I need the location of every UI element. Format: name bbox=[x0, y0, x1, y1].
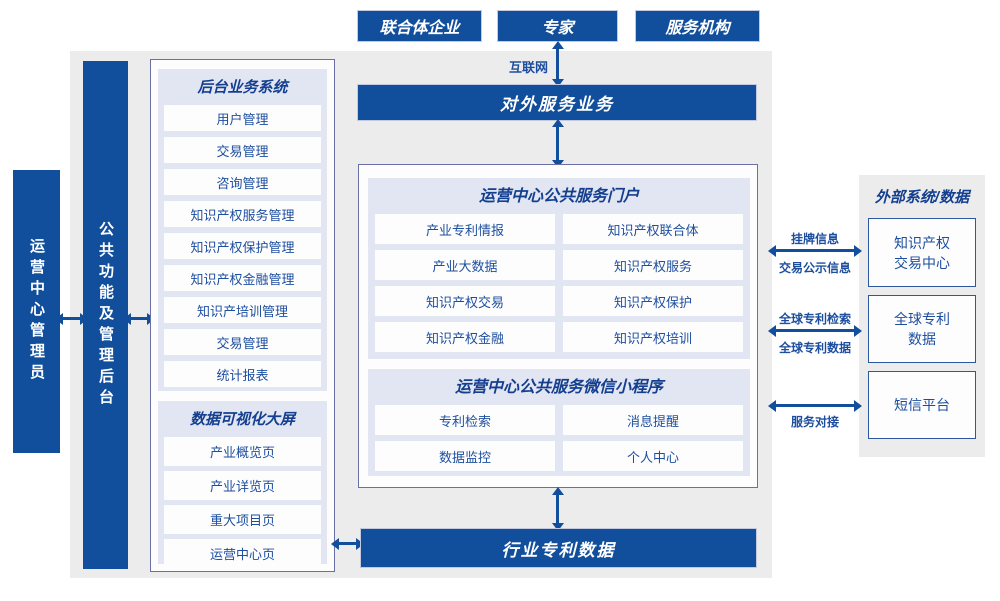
miniprogram-panel: 运营中心公共服务微信小程序 专利检索消息提醒数据监控个人中心 bbox=[368, 369, 750, 476]
public-service-container: 运营中心公共服务门户 产业专利情报知识产权联合体产业大数据知识产权服务知识产权交… bbox=[358, 164, 758, 488]
miniprogram-item-grid: 专利检索消息提醒数据监控个人中心 bbox=[368, 401, 750, 471]
operation-center-admin-bar: 运营中心管理员 bbox=[13, 170, 60, 453]
link-label-global-patent-search: 全球专利检索 bbox=[778, 312, 851, 326]
dataviz-title: 数据可视化大屏 bbox=[189, 411, 295, 428]
backend-system-item: 咨询管理 bbox=[164, 169, 321, 195]
portal-item: 知识产权联合体 bbox=[563, 214, 743, 244]
double-arrow-horizontal-dataviz-patent-icon bbox=[331, 537, 364, 550]
backend-system-item: 知识产权保护管理 bbox=[164, 233, 321, 259]
double-arrow-horizontal-backend-container-icon bbox=[123, 312, 155, 325]
dataviz-item-list: 产业概览页产业详览页重大项目页运营中心页 bbox=[158, 433, 327, 564]
dataviz-item: 产业概览页 bbox=[164, 437, 321, 466]
double-arrow-horizontal-global-patent-icon bbox=[768, 324, 862, 337]
public-function-management-backend-bar: 公共功能及管理后台 bbox=[83, 61, 128, 569]
link-label-global-patent-data: 全球专利数据 bbox=[778, 341, 851, 355]
dataviz-panel: 数据可视化大屏 产业概览页产业详览页重大项目页运营中心页 bbox=[158, 401, 327, 564]
backend-system-title: 后台业务系统 bbox=[197, 79, 288, 96]
external-system-box: 短信平台 bbox=[868, 371, 976, 439]
miniprogram-item: 消息提醒 bbox=[563, 405, 743, 435]
dataviz-item: 运营中心页 bbox=[164, 539, 321, 564]
double-arrow-horizontal-admin-backend-icon bbox=[55, 312, 88, 325]
backend-system-panel: 后台业务系统 用户管理交易管理咨询管理知识产权服务管理知识产权保护管理知识产权金… bbox=[158, 69, 327, 391]
backend-system-item: 知识产权金融管理 bbox=[164, 265, 321, 291]
actor-box-expert: 专家 bbox=[497, 10, 618, 42]
portal-item: 知识产权培训 bbox=[563, 322, 743, 352]
internet-label: 互联网 bbox=[508, 60, 548, 75]
portal-item: 知识产权服务 bbox=[563, 250, 743, 280]
external-systems-title: 外部系统/数据 bbox=[874, 189, 970, 206]
portal-title: 运营中心公共服务门户 bbox=[478, 188, 639, 205]
link-label-service-connection: 服务对接 bbox=[790, 415, 839, 429]
portal-item: 产业专利情报 bbox=[375, 214, 555, 244]
external-system-box: 全球专利 数据 bbox=[868, 295, 976, 363]
miniprogram-item: 个人中心 bbox=[563, 441, 743, 471]
backend-dataviz-container: 后台业务系统 用户管理交易管理咨询管理知识产权服务管理知识产权保护管理知识产权金… bbox=[150, 59, 335, 572]
portal-item-grid: 产业专利情报知识产权联合体产业大数据知识产权服务知识产权交易知识产权保护知识产权… bbox=[368, 210, 750, 352]
actor-box-consortium-enterprise: 联合体企业 bbox=[357, 10, 482, 42]
dataviz-item: 重大项目页 bbox=[164, 505, 321, 534]
miniprogram-item: 数据监控 bbox=[375, 441, 555, 471]
portal-item: 知识产权金融 bbox=[375, 322, 555, 352]
double-arrow-horizontal-trade-center-icon bbox=[768, 244, 862, 257]
external-system-box: 知识产权 交易中心 bbox=[868, 218, 976, 287]
link-label-listing-info: 挂牌信息 bbox=[790, 232, 839, 246]
double-arrow-horizontal-sms-platform-icon bbox=[768, 399, 862, 412]
backend-system-item: 知识产权服务管理 bbox=[164, 201, 321, 227]
backend-system-item: 交易管理 bbox=[164, 329, 321, 355]
double-arrow-vertical-portal-patent-icon bbox=[551, 487, 564, 531]
portal-item: 知识产权保护 bbox=[563, 286, 743, 316]
backend-system-item: 用户管理 bbox=[164, 105, 321, 131]
backend-system-item: 统计报表 bbox=[164, 361, 321, 387]
link-label-trade-publicity-info: 交易公示信息 bbox=[778, 261, 851, 275]
industry-patent-data-bar: 行业专利数据 bbox=[360, 528, 757, 568]
portal-item: 知识产权交易 bbox=[375, 286, 555, 316]
external-systems-panel: 外部系统/数据 知识产权 交易中心全球专利 数据短信平台 bbox=[859, 175, 985, 457]
actor-box-service-organization: 服务机构 bbox=[635, 10, 760, 42]
double-arrow-vertical-service-portal-icon bbox=[551, 119, 564, 168]
backend-system-item: 知识产培训管理 bbox=[164, 297, 321, 323]
external-service-bar: 对外服务业务 bbox=[357, 84, 757, 121]
double-arrow-vertical-internet-icon bbox=[551, 41, 564, 87]
portal-item: 产业大数据 bbox=[375, 250, 555, 280]
portal-panel: 运营中心公共服务门户 产业专利情报知识产权联合体产业大数据知识产权服务知识产权交… bbox=[368, 178, 750, 359]
backend-system-item-list: 用户管理交易管理咨询管理知识产权服务管理知识产权保护管理知识产权金融管理知识产培… bbox=[158, 101, 327, 387]
external-systems-list: 知识产权 交易中心全球专利 数据短信平台 bbox=[865, 218, 979, 439]
miniprogram-title: 运营中心公共服务微信小程序 bbox=[454, 379, 663, 396]
dataviz-item: 产业详览页 bbox=[164, 471, 321, 500]
backend-system-item: 交易管理 bbox=[164, 137, 321, 163]
miniprogram-item: 专利检索 bbox=[375, 405, 555, 435]
